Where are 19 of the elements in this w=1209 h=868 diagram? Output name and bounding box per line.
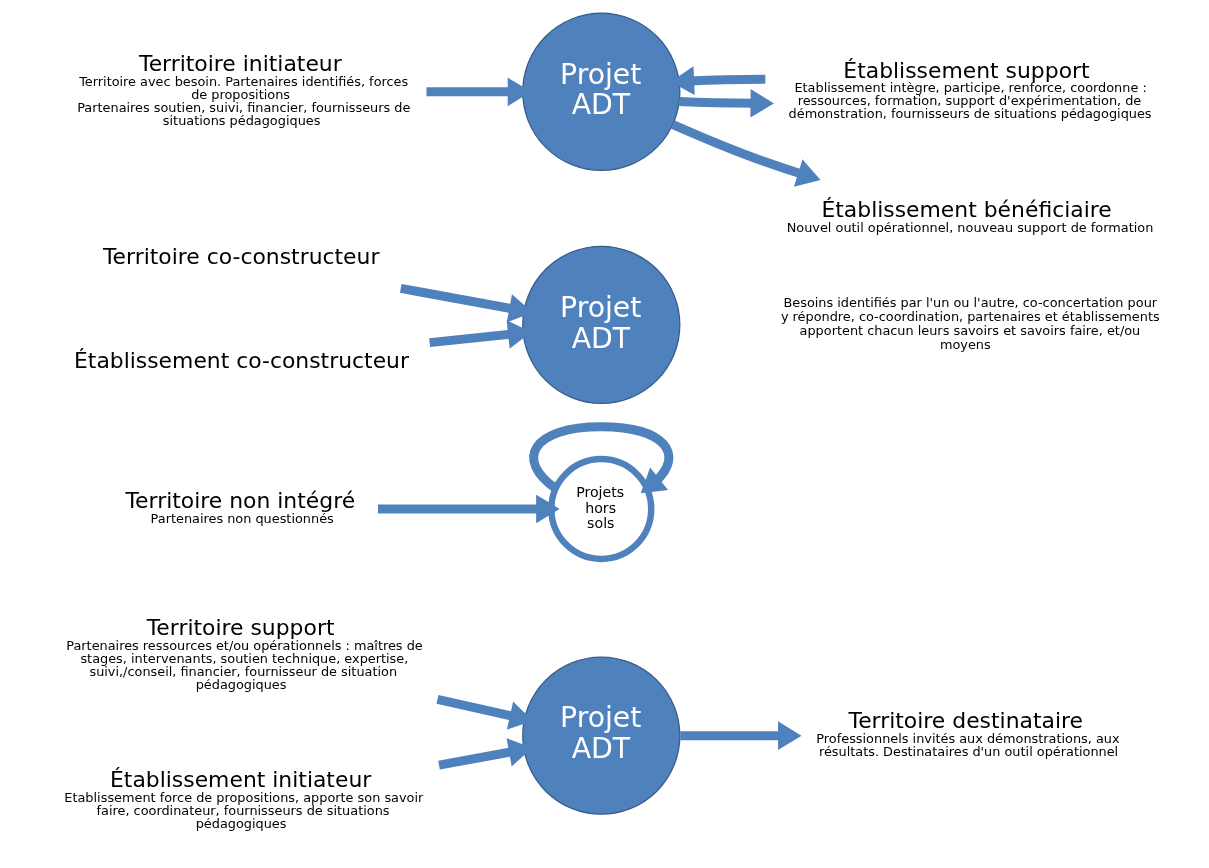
node-text: Territoire destinataire Professionnels invités aux démonstrations, aux résultats. Destinataires d'un outil opérationnel [816,708,1120,759]
node-circle: Projets hors sols [548,455,655,563]
node-text: Établissement bénéficiaire Nouvel outil opérationnel, nouveau support de formation [786,196,1154,235]
arrow [679,88,774,118]
arrow [680,721,802,750]
arrow [529,422,674,494]
node-text: Établissement co-constructeur [73,347,409,373]
node-text: Établissement support Etablissement intègre, participe, renforce, coordonne : ressources, formation, support d'expérimentation, de démonstration, fournisseurs de situations pédagogiques [788,57,1152,122]
node-text: Établissement initiateur Etablissement force de propositions, apporte son savoir faire, coordinateur, fournisseurs de situations pédagogiques [64,767,424,831]
node-text: Territoire non intégré Partenaires non questionnés [125,487,356,526]
node-text: Territoire initiateur Territoire avec besoin. Partenaires identifiés, forces de propositions Partenaires soutien, suivi, financier, fournisseurs de situations pédagogiques [77,51,411,128]
arrow [671,120,821,187]
node-text: Territoire co-constructeur [102,244,380,270]
arrow [378,494,560,524]
node-text: Territoire support Partenaires ressources et/ou opérationnels : maîtres de stages, intervenants, soutien technique, expertise, suivi,/conseil, financier, fournisseur de situation pédagogiques [66,615,423,692]
node-circle: Projet ADT [522,12,681,171]
label: Besoins identifiés par l'un ou l'autre, co-concertation pour y répondre, co-coordination, partenaires et établissements apportent chacun leurs savoirs et savoirs faire, et/ou moyens [780,294,1160,353]
node-circle: Projet ADT [522,245,681,405]
node-circle: Projet ADT [522,656,681,815]
